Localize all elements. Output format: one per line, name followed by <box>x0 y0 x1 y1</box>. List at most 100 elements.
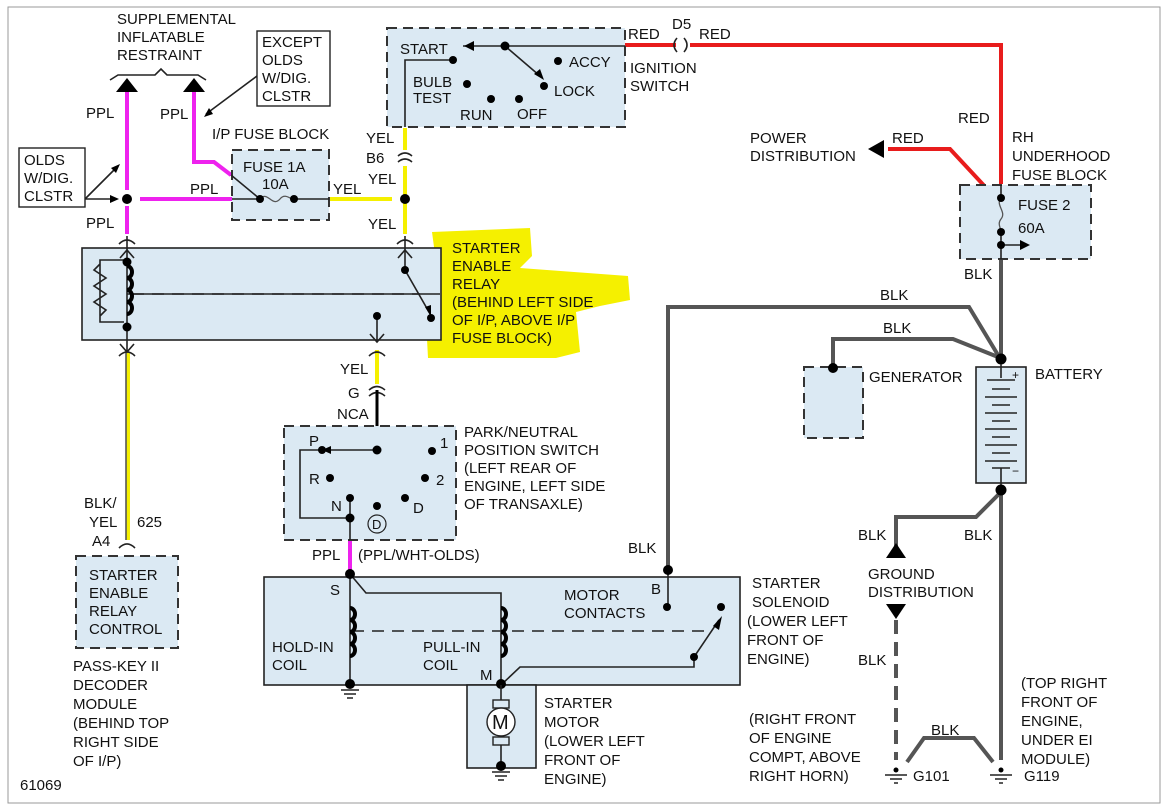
motor-contact <box>717 603 725 611</box>
battery-negative-terminal <box>995 484 1007 496</box>
g119-label: G119 <box>1024 768 1060 785</box>
terminal-m <box>496 679 506 689</box>
highlight-mark <box>426 228 630 358</box>
fuse-terminal <box>997 194 1005 202</box>
ground-icon <box>492 771 510 781</box>
relay-switch-arrows <box>369 248 413 344</box>
olds-dig-pointer <box>84 167 117 200</box>
connector-label: A4 <box>92 533 110 550</box>
connector-d5-icon <box>673 37 688 53</box>
ip-fuse-block <box>231 149 330 221</box>
arrowhead-icon <box>322 446 331 454</box>
figure-number: 61069 <box>20 777 62 794</box>
decoder-module <box>75 555 179 649</box>
wire-label: YEL <box>366 130 394 147</box>
fuse-terminal <box>997 241 1005 249</box>
pn-contact-1 <box>428 447 436 455</box>
wire-label: PPL <box>312 547 340 564</box>
wire-blk-g101-g119 <box>905 736 995 764</box>
ignition-switch-wiring <box>404 45 625 127</box>
relay-terminal <box>122 322 132 332</box>
except-olds-pointer <box>205 75 258 115</box>
arrowhead-icon <box>713 616 722 630</box>
fuse-1a-rating: 10A <box>262 176 289 193</box>
g101-label: G101 <box>913 768 950 785</box>
arrowhead-icon <box>534 69 544 80</box>
position-label: P <box>309 433 319 450</box>
g119-ground-icon <box>990 774 1012 784</box>
position-label: BULB <box>413 74 452 91</box>
terminal-m-label: M <box>480 667 493 684</box>
position-label: D <box>413 500 424 517</box>
wire-label: YEL <box>340 361 368 378</box>
olds-dig-note <box>18 147 86 208</box>
wire-label: YEL <box>89 514 117 531</box>
park-neutral-switch <box>283 425 457 541</box>
generator-terminal <box>828 363 838 373</box>
arrowhead-icon <box>111 164 120 173</box>
arrowhead-icon <box>425 305 431 317</box>
position-label: 2 <box>436 472 444 489</box>
fuse-2-label: FUSE 2 <box>1018 197 1071 214</box>
wire-label: RED <box>699 26 731 43</box>
battery-positive-terminal <box>995 353 1007 365</box>
motor-symbol: M <box>492 712 509 734</box>
relay-terminal <box>122 257 132 267</box>
relay-contact <box>427 314 435 322</box>
switch-contact-bulb <box>463 80 471 88</box>
switch-contact-lock <box>540 82 548 90</box>
circuit-number: 625 <box>137 514 162 531</box>
position-label: START <box>400 41 448 58</box>
wire-label: YEL <box>368 216 396 233</box>
fuse-1a-wire <box>230 174 329 200</box>
wire-label: YEL <box>333 181 361 198</box>
pn-contact-2 <box>421 474 429 482</box>
wire-label: RED <box>628 26 660 43</box>
arrowhead-icon <box>204 108 213 117</box>
arrowhead-icon <box>464 41 474 51</box>
sir-arrow-right <box>183 78 205 92</box>
ground-distribution-arrow-down <box>886 604 906 619</box>
wire-label: (PPL/WHT-OLDS) <box>358 547 480 564</box>
ground-distribution-arrow-up <box>886 543 906 558</box>
motor-icon <box>486 707 516 737</box>
g101-terminal <box>893 767 899 773</box>
wire-label: BLK <box>858 652 886 669</box>
wire-label: BLK/ <box>84 495 117 512</box>
position-label: N <box>331 498 342 515</box>
fuse-terminal <box>997 228 1005 236</box>
hold-in-coil-icon <box>349 606 357 658</box>
wire-label: BLK <box>964 527 992 544</box>
sir-brace <box>109 67 207 81</box>
switch-pivot <box>500 41 510 51</box>
motor-ground-terminal <box>496 761 506 771</box>
pn-contact <box>345 513 355 523</box>
relay-coil-wiring <box>92 236 440 352</box>
switch-contact-accy <box>554 57 562 65</box>
wire-label: PPL <box>160 106 188 123</box>
wire-label: PPL <box>86 215 114 232</box>
motor-brush-bottom <box>492 736 510 746</box>
position-label: 1 <box>440 435 448 452</box>
fuse-terminal <box>290 195 298 203</box>
switch-contact-off <box>515 95 523 103</box>
wire-ppl-sir-right <box>192 92 233 177</box>
d-circle-icon <box>367 514 387 534</box>
wire-label: RED <box>958 110 990 127</box>
position-label: R <box>309 471 320 488</box>
switch-contact-run <box>487 95 495 103</box>
wire-label: PPL <box>86 105 114 122</box>
battery-plus: + <box>1012 368 1019 382</box>
connector-label: G <box>348 385 360 402</box>
